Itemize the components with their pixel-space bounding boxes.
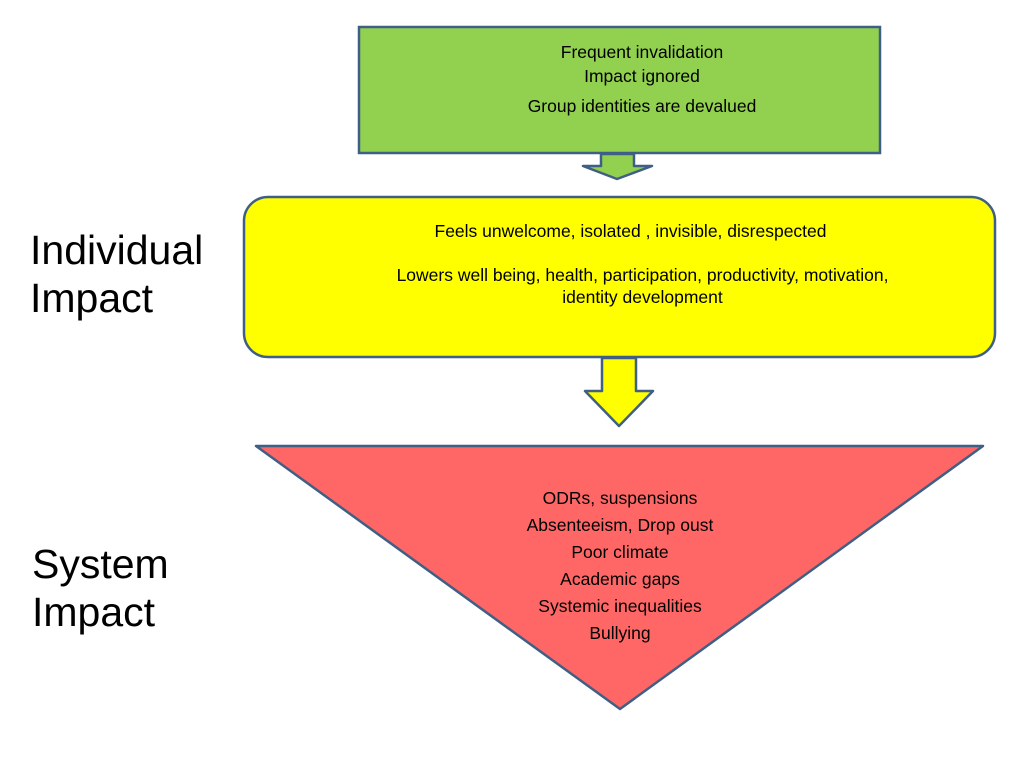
system-impact-label: System Impact [32,540,169,636]
individual-impact-line1: Individual [30,227,204,273]
top-box-line: Frequent invalidation [560,42,724,62]
middle-box-line: Lowers well being, health, participation… [396,265,889,285]
top-box [357,25,882,155]
middle-box-line: identity development [562,287,723,307]
triangle-line: Academic gaps [560,569,680,589]
top-box-line: Impact ignored [584,66,700,86]
top-box-text: Frequent invalidation Impact ignored Gro… [359,40,925,118]
system-triangle [254,444,985,711]
triangle-line: ODRs, suspensions [542,488,698,508]
system-impact-line2: Impact [32,589,156,635]
triangle-line: Systemic inequalities [538,596,702,616]
individual-impact-label: Individual Impact [30,226,203,322]
individual-impact-line2: Impact [30,275,154,321]
system-impact-line1: System [32,541,169,587]
middle-box-text: Feels unwelcome, isolated , invisible, d… [290,220,995,308]
triangle-line: Absenteeism, Drop oust [526,515,714,535]
down-arrow-icon [581,152,654,181]
triangle-line: Poor climate [571,542,669,562]
top-box-line: Group identities are devalued [527,96,757,116]
triangle-text: ODRs, suspensions Absenteeism, Drop oust… [470,485,770,647]
middle-box-line: Feels unwelcome, isolated , invisible, d… [434,221,827,241]
down-arrow-icon [583,356,655,428]
triangle-line: Bullying [589,623,651,643]
